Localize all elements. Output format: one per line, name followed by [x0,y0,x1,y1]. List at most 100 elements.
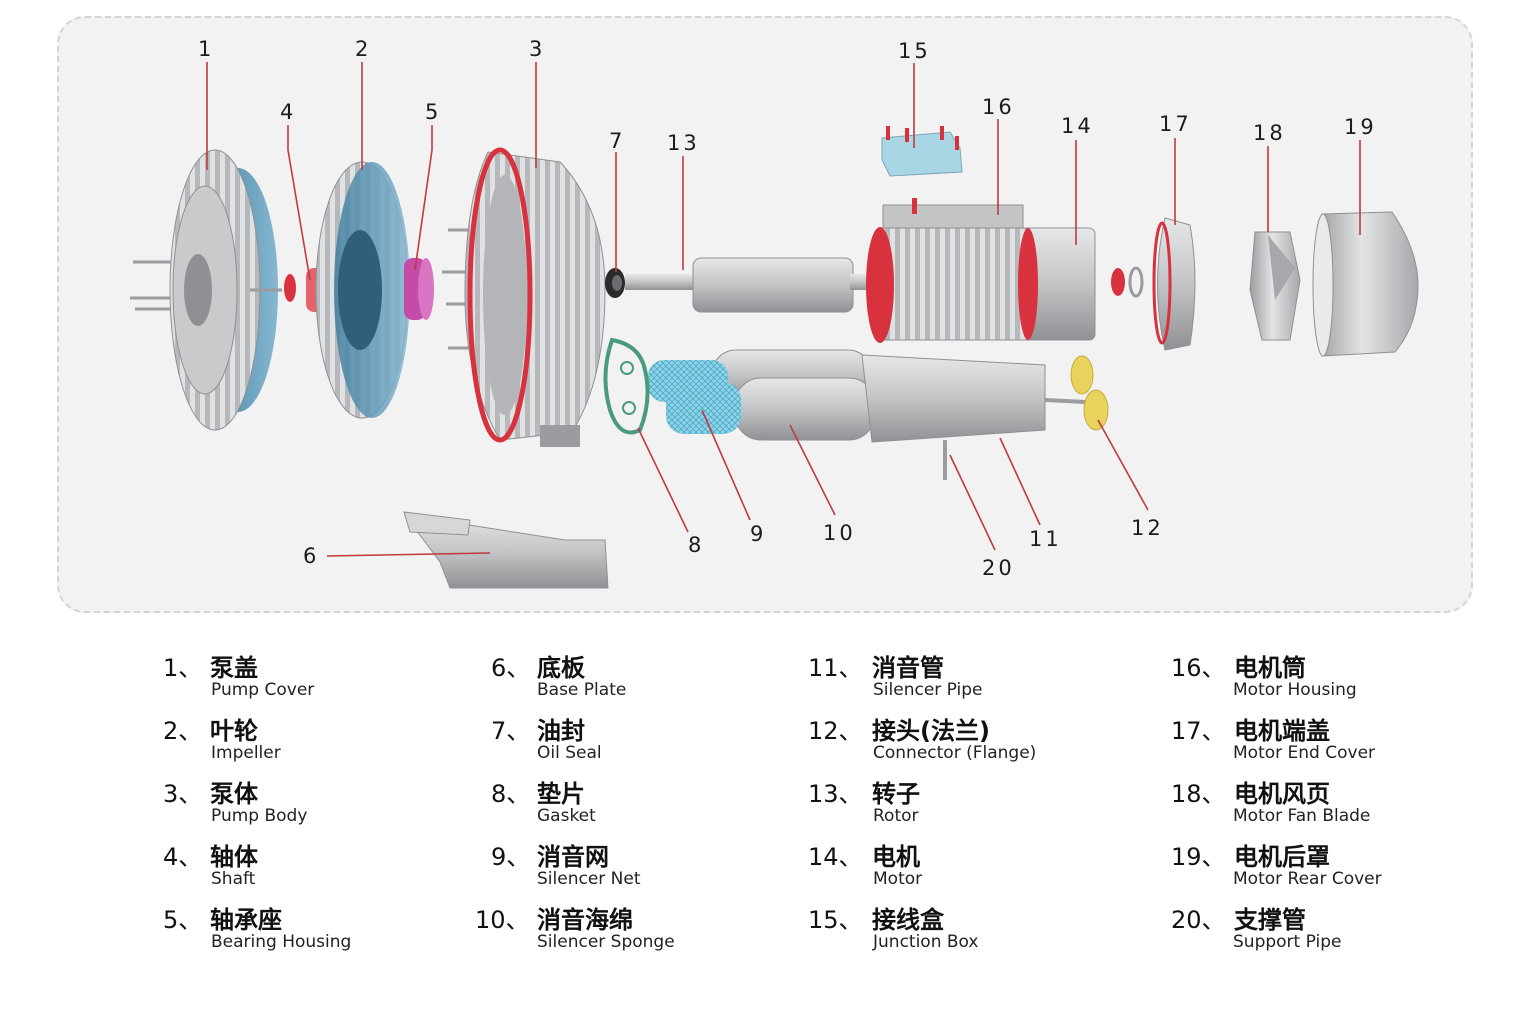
legend-number: 13、 [808,780,863,808]
callout-15: 15 [898,39,931,63]
legend-number: 6、 [491,654,531,682]
legend-english: Rotor [873,806,919,826]
legend-chinese: 底板 [537,654,585,682]
legend-english: Support Pipe [1233,932,1342,952]
legend-english: Pump Cover [211,680,315,700]
callout-5: 5 [425,100,441,124]
callout-11: 11 [1029,527,1062,551]
legend-number: 8、 [491,780,531,808]
legend-number: 5、 [163,906,203,934]
legend-number: 19、 [1171,843,1226,871]
legend-item-18: 18、 电机风页 Motor Fan Blade [1171,774,1501,834]
exploded-diagram-panel [57,16,1473,613]
legend-english: Gasket [537,806,596,826]
legend-item-4: 4、 轴体 Shaft [163,837,493,897]
legend-chinese: 泵盖 [210,654,258,682]
callout-12: 12 [1131,516,1164,540]
impeller-part [315,161,410,419]
callout-17: 17 [1159,112,1192,136]
legend-number: 15、 [808,906,863,934]
legend-item-16: 16、 电机筒 Motor Housing [1171,648,1501,708]
legend-chinese: 支撑管 [1234,906,1306,934]
callout-3: 3 [529,37,545,61]
legend-item-1: 1、 泵盖 Pump Cover [163,648,493,708]
legend-chinese: 消音管 [872,654,944,682]
legend-number: 4、 [163,843,203,871]
legend-item-19: 19、 电机后罩 Motor Rear Cover [1171,837,1501,897]
oil-seal-part [605,268,625,298]
exploded-view-diagram: 1 2 3 4 5 6 7 8 9 10 11 12 13 14 15 16 1… [130,37,1419,589]
bearing-housing-part [404,258,434,320]
pump-body-part [442,147,606,447]
callout-7: 7 [609,129,625,153]
legend-english: Silencer Pipe [873,680,983,700]
legend-number: 11、 [808,654,863,682]
legend-item-8: 8、 垫片 Gasket [475,774,805,834]
callout-18: 18 [1253,121,1286,145]
legend-item-5: 5、 轴承座 Bearing Housing [163,900,493,960]
rotor-part [625,257,890,313]
legend-chinese: 消音网 [537,843,609,871]
legend-item-2: 2、 叶轮 Impeller [163,711,493,771]
legend-number: 14、 [808,843,863,871]
callout-2: 2 [355,37,371,61]
legend-item-3: 3、 泵体 Pump Body [163,774,493,834]
callout-20: 20 [982,556,1015,580]
legend-chinese: 电机后罩 [1234,843,1330,871]
legend-english: Motor Fan Blade [1233,806,1371,826]
legend-chinese: 电机 [872,843,920,871]
gasket-part [603,337,650,435]
junction-box-part [881,126,963,177]
legend-number: 17、 [1171,717,1226,745]
legend-chinese: 叶轮 [210,717,258,745]
silencer-net-part [648,360,741,434]
legend-item-6: 6、 底板 Base Plate [475,648,805,708]
legend-item-7: 7、 油封 Oil Seal [475,711,805,771]
legend-chinese: 消音海绵 [537,906,633,934]
legend-item-17: 17、 电机端盖 Motor End Cover [1171,711,1501,771]
legend-english: Motor End Cover [1233,743,1376,763]
legend-english: Shaft [211,869,256,889]
legend-english: Motor Rear Cover [1233,869,1382,889]
legend-english: Oil Seal [537,743,602,763]
legend-chinese: 泵体 [210,780,258,808]
legend-number: 10、 [475,906,530,934]
legend-item-15: 15、 接线盒 Junction Box [808,900,1138,960]
legend-english: Silencer Sponge [537,932,675,952]
legend-number: 2、 [163,717,203,745]
legend-item-14: 14、 电机 Motor [808,837,1138,897]
legend-chinese: 垫片 [537,780,585,808]
legend-number: 1、 [163,654,203,682]
callout-4: 4 [280,100,296,124]
legend-english: Pump Body [211,806,308,826]
legend-english: Bearing Housing [211,932,352,952]
silencer-pipe-part [711,349,1086,480]
legend-item-11: 11、 消音管 Silencer Pipe [808,648,1138,708]
callout-10: 10 [823,521,856,545]
legend-english: Impeller [211,743,281,763]
callout-6: 6 [303,544,319,568]
legend-number: 18、 [1171,780,1226,808]
motor-fan-blade-part [1249,231,1301,341]
connector-flange-part [1070,355,1109,431]
callout-13: 13 [667,131,700,155]
callout-14: 14 [1061,114,1094,138]
legend-item-10: 10、 消音海绵 Silencer Sponge [475,900,805,960]
legend-number: 9、 [491,843,531,871]
motor-rear-cover-part [1312,211,1419,357]
legend-chinese: 电机端盖 [1234,717,1330,745]
legend-number: 7、 [491,717,531,745]
legend-chinese: 接线盒 [872,906,944,934]
pump-cover-part [130,149,282,431]
legend-item-13: 13、 转子 Rotor [808,774,1138,834]
base-plate-part [403,511,609,589]
legend-english: Junction Box [873,932,979,952]
legend-number: 20、 [1171,906,1226,934]
legend-english: Silencer Net [537,869,641,889]
legend-chinese: 轴体 [210,843,258,871]
callout-1: 1 [198,37,214,61]
callout-16: 16 [982,95,1015,119]
callout-19: 19 [1344,115,1377,139]
callout-8: 8 [688,533,704,557]
leader-lines [206,62,1361,557]
